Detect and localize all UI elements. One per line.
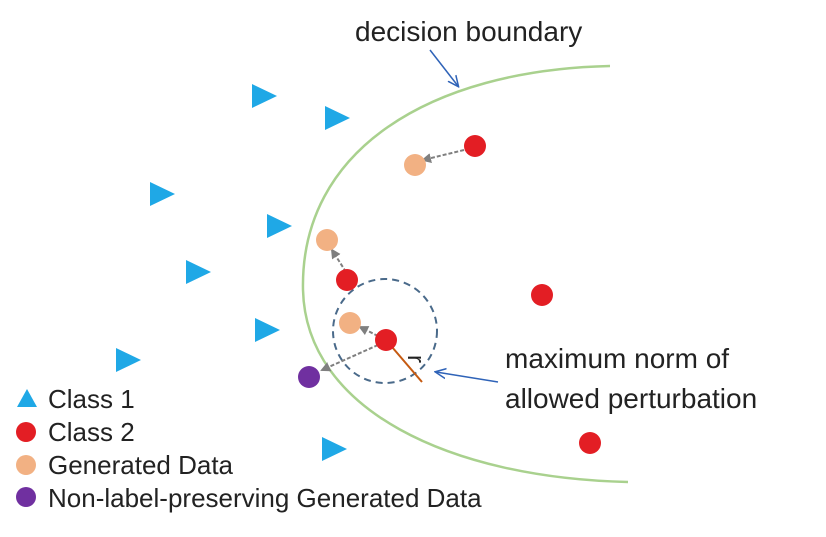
generation-arrow <box>358 326 379 337</box>
class1-point <box>150 182 175 206</box>
class2-point <box>579 432 601 454</box>
class2-point <box>375 329 397 351</box>
non-label-preserving-point <box>298 366 320 388</box>
decision-boundary-curve <box>301 64 629 484</box>
class1-point <box>186 260 211 284</box>
generation-arrow <box>320 344 379 372</box>
generation-arrow <box>330 248 347 273</box>
norm-label-line2: allowed perturbation <box>505 383 757 414</box>
legend-triangle-icon <box>17 389 37 407</box>
legend-circle-icon <box>16 422 36 442</box>
radius-label: r <box>402 355 429 363</box>
class1-point <box>325 106 350 130</box>
class2-point <box>531 284 553 306</box>
legend-label: Class 2 <box>48 417 135 447</box>
norm-pointer-arrow <box>436 372 499 383</box>
legend-label: Non-label-preserving Generated Data <box>48 483 482 513</box>
generated-point <box>404 154 426 176</box>
legend-label: Generated Data <box>48 450 234 480</box>
generated-point <box>316 229 338 251</box>
legend-label: Class 1 <box>48 384 135 414</box>
legend-circle-icon <box>16 455 36 475</box>
class1-point <box>267 214 292 238</box>
class1-point <box>322 437 347 461</box>
legend-circle-icon <box>16 487 36 507</box>
perturbation-circle <box>332 278 438 384</box>
norm-label-line1: maximum norm of <box>505 343 729 374</box>
class1-point <box>116 348 141 372</box>
class2-point <box>464 135 486 157</box>
legend: Class 1 Class 2 Generated Data Non-label… <box>16 384 482 513</box>
generated-point <box>339 312 361 334</box>
boundary-pointer-arrow <box>429 49 458 86</box>
class2-point <box>336 269 358 291</box>
decision-boundary-label: decision boundary <box>355 16 582 47</box>
class1-point <box>252 84 277 108</box>
generation-arrow <box>421 149 465 163</box>
class1-point <box>255 318 280 342</box>
